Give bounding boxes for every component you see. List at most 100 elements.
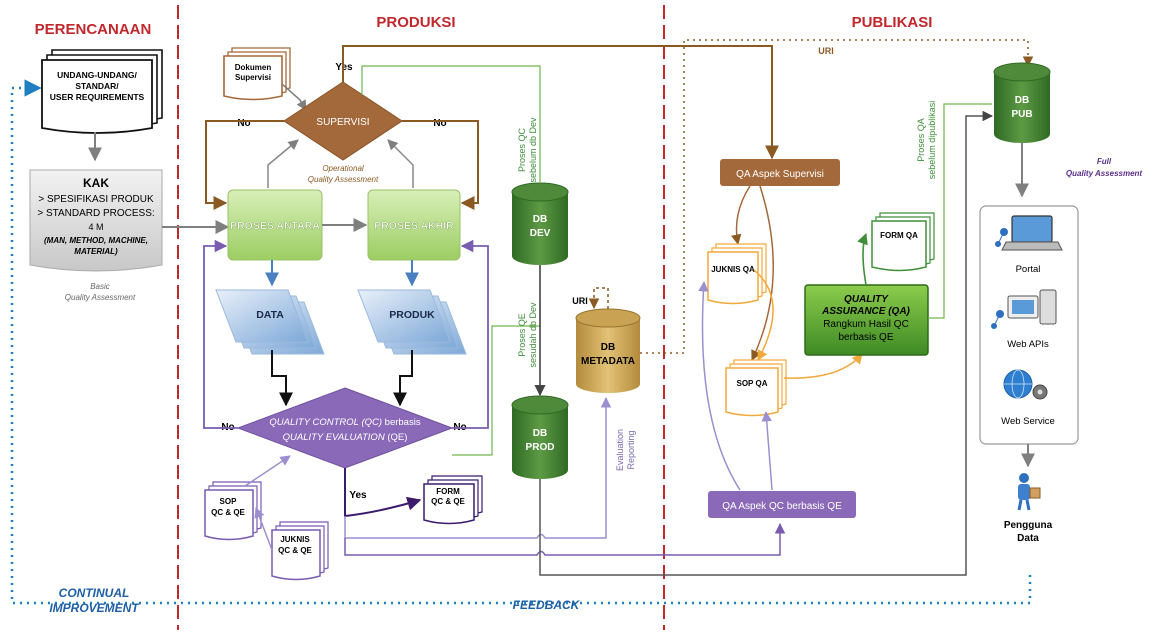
qc-line-2-rest: (QE) — [385, 432, 408, 443]
db-prod-cylinder: DB PROD — [511, 395, 569, 479]
op-qa-2: Quality Assessment — [308, 175, 379, 184]
arrow-juknis-to-sop — [254, 507, 273, 551]
arrow-akhir-to-supervisi — [387, 139, 414, 188]
arrow-prod-to-pub — [539, 110, 994, 576]
full-qa-1: Full — [1097, 157, 1112, 166]
form-qa-doc: FORM QA — [871, 212, 935, 272]
supervisi-no-right: No — [433, 118, 446, 129]
section-publikasi: PUBLIKASI — [852, 14, 933, 31]
juknis-qc-2: QC & QE — [278, 546, 312, 555]
sop-qa-label: SOP QA — [737, 379, 768, 388]
basic-qa-1: Basic — [90, 282, 110, 291]
continual-label-1: CONTINUAL — [59, 586, 130, 600]
qc-line-2: QUALITY EVALUATION (QE) — [283, 432, 408, 443]
feedback-label: FEEDBACK — [513, 598, 581, 612]
arrow-qc-no-right — [452, 239, 489, 429]
db-metadata-cylinder: DB METADATA — [575, 308, 641, 393]
arrow-qasup-to-sop — [751, 185, 774, 361]
data-label: DATA — [256, 309, 284, 321]
web-service-label: Web Service — [1001, 416, 1055, 427]
section-produksi: PRODUKSI — [376, 14, 455, 31]
supervisi-yes: Yes — [335, 62, 353, 73]
db-dev-cylinder: DB DEV — [511, 182, 569, 265]
web-apis-icon — [991, 289, 1057, 329]
arrow-sop-to-qa — [783, 353, 863, 379]
qa-qc-box — [708, 491, 856, 518]
supervisi-diamond — [283, 81, 403, 161]
kak-italic-1: (MAN, METHOD, MACHINE, — [44, 236, 148, 245]
dok-sup-2: Supervisi — [235, 73, 271, 82]
portal-label: Portal — [1016, 264, 1041, 275]
evaluation-1: Evaluation — [615, 429, 625, 471]
arrow-qaqc-to-juknis — [698, 280, 741, 491]
proses-qc-2: sebelum db Dev — [528, 117, 538, 183]
arrow-qc-no-left — [203, 239, 238, 429]
qa-qc-label: QA Aspek QC berbasis QE — [722, 501, 842, 512]
proses-qa-1: Proses QA — [916, 118, 926, 162]
qa-italic-2: ASSURANCE (QA) — [821, 306, 910, 317]
kak-box: KAK > SPESIFIKASI PRODUK > STANDARD PROC… — [29, 169, 163, 272]
full-qa-2: Quality Assessment — [1066, 169, 1143, 178]
kak-line-2: > STANDARD PROCESS: — [37, 208, 154, 219]
arrow-qaqc-to-sop — [761, 410, 773, 491]
sop-qc-1: SOP — [220, 497, 238, 506]
proses-qe-1: Proses QE — [517, 313, 527, 357]
arrow-supervisi-no-left — [205, 120, 284, 210]
proses-akhir-box — [367, 189, 461, 261]
qa-italic-1: QUALITY — [844, 294, 889, 305]
db-meta-1: DB — [601, 342, 615, 353]
db-pub-cylinder: DB PUB — [993, 62, 1051, 143]
arrow-qa-to-form — [857, 232, 868, 286]
data-stack: DATA — [215, 289, 325, 355]
qc-yes: Yes — [349, 490, 367, 501]
supervisi-no-left: No — [237, 118, 250, 129]
db-pub-1: DB — [1015, 95, 1029, 106]
reg-doc-line-3: USER REQUIREMENTS — [50, 92, 145, 102]
qa-supervisi-box — [720, 159, 840, 186]
juknis-qa-doc: JUKNIS QA — [707, 243, 767, 305]
qc-line-2-italic: QUALITY EVALUATION — [283, 432, 385, 443]
arrow-qc-yes-to-form — [344, 468, 422, 518]
proses-qa-2: sebelum dipublikasi — [927, 101, 937, 180]
web-service-icon — [1003, 369, 1048, 400]
proses-antara-label: PROSES ANTARA — [230, 220, 320, 232]
arrow-produk-to-qc — [393, 350, 413, 407]
form-qc-2: QC & QE — [431, 497, 465, 506]
uri-meta-label: URI — [572, 296, 588, 306]
section-perencanaan: PERENCANAAN — [35, 21, 152, 38]
qa-supervisi-label: QA Aspek Supervisi — [736, 169, 824, 180]
user-icon — [1017, 473, 1041, 511]
pengguna-2: Data — [1017, 533, 1039, 544]
op-qa-1: Operational — [322, 164, 364, 173]
web-apis-label: Web APIs — [1007, 339, 1049, 350]
regulation-documents: UNDANG-UNDANG/ STANDAR/ USER REQUIREMENT… — [41, 49, 163, 134]
arrow-uri-meta-loop — [588, 287, 609, 310]
produk-label: PRODUK — [389, 309, 435, 321]
evaluation-2: Reporting — [626, 430, 636, 469]
db-pub-2: PUB — [1011, 109, 1032, 120]
line-proses-qc — [361, 65, 541, 182]
reg-doc-line-1: UNDANG-UNDANG/ — [57, 70, 137, 80]
uri-pub-label: URI — [818, 46, 834, 56]
qc-diamond — [236, 387, 454, 469]
sop-qa-doc: SOP QA — [725, 359, 787, 417]
db-dev-2: DEV — [530, 228, 551, 239]
qa-line-2: berbasis QE — [838, 332, 893, 343]
db-meta-2: METADATA — [581, 356, 635, 367]
kak-italic-2: MATERIAL) — [74, 247, 118, 256]
produk-stack: PRODUK — [357, 289, 467, 355]
portal-icon — [995, 215, 1063, 251]
dokumen-supervisi-doc: Dokumen Supervisi — [223, 47, 291, 101]
arrow-juknis-to-sop — [753, 269, 774, 361]
supervisi-label: SUPERVISI — [316, 117, 369, 128]
arrow-uri-to-pub — [640, 39, 1034, 354]
basic-qa-2: Quality Assessment — [65, 293, 136, 302]
arrow-supervisi-yes — [342, 45, 779, 160]
qc-line-1-italic: QUALITY CONTROL (QC) — [269, 417, 382, 428]
kak-line-1: > SPESIFIKASI PRODUK — [38, 194, 154, 205]
arrow-to-qa-qc — [344, 522, 786, 556]
form-qc-1: FORM — [436, 487, 460, 496]
db-prod-1: DB — [533, 428, 547, 439]
